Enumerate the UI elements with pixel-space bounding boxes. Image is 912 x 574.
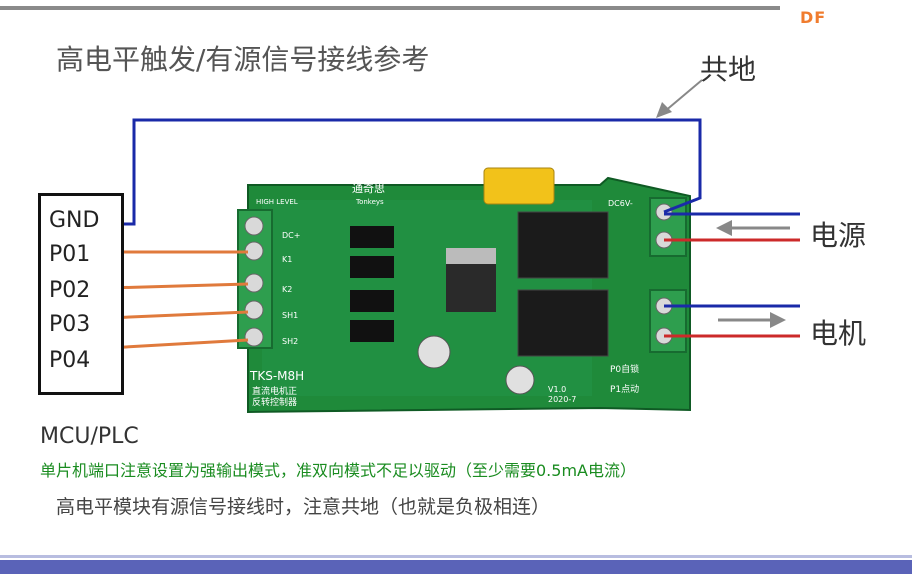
pin-p01: P01 [49, 242, 91, 267]
desc-silk-2: 反转控制器 [252, 396, 297, 408]
brand-silk: 通奇思 [352, 182, 385, 195]
pin-p02: P02 [49, 278, 91, 303]
input-terminal-block [237, 209, 273, 349]
note-drive-mode: 单片机端口注意设置为强输出模式，准双向模式不足以驱动（至少需要0.5mA电流） [40, 461, 636, 480]
mcu-box: GND P01 P02 P03 P04 [38, 193, 124, 395]
signal-wire-p02 [107, 282, 249, 290]
input-silk-3: SH1 [282, 311, 298, 320]
relay-1 [517, 211, 609, 279]
ground-wire [118, 118, 702, 226]
capacitor-2 [505, 365, 535, 395]
model-silk: TKS-M8H [249, 369, 304, 383]
power-terminal-block [649, 197, 687, 257]
yellow-capacitor [483, 167, 555, 205]
mcu-label: MCU/PLC [40, 424, 139, 449]
pin-p04: P04 [49, 348, 91, 373]
capacitor-1 [417, 335, 451, 369]
top-rule [0, 6, 780, 10]
mode-silk-1: P0自锁 [610, 363, 639, 375]
pin-p03: P03 [49, 312, 91, 337]
note-common-ground: 高电平模块有源信号接线时，注意共地（也就是负极相连） [56, 496, 551, 518]
motor-terminal-block [649, 289, 687, 353]
optocouplers [350, 226, 394, 342]
dc-silk: DC6V- [608, 199, 633, 208]
motor-label: 电机 [810, 317, 867, 350]
common-ground-arrow [656, 79, 703, 118]
input-silk-4: SH2 [282, 337, 298, 346]
signal-wire-p03 [107, 310, 249, 320]
diagram-title: 高电平触发/有源信号接线参考 [56, 43, 430, 76]
high-level-silk: HIGH LEVEL [256, 198, 298, 206]
pin-gnd: GND [49, 208, 100, 233]
version-silk: V1.0 [548, 385, 566, 394]
brand-en-silk: Tonkeys [355, 198, 384, 206]
desc-silk-1: 直流电机正 [252, 385, 297, 397]
relay-2 [517, 289, 609, 357]
motor-arrow [718, 312, 786, 328]
regulator-tab [446, 248, 496, 264]
date-silk: 2020-7 [548, 395, 576, 404]
bottom-bar [0, 560, 912, 574]
input-silk-0: DC+ [282, 231, 300, 240]
bottom-line [0, 555, 912, 558]
signal-wire-p04 [107, 338, 249, 350]
mode-silk-2: P1点动 [610, 384, 639, 395]
power-label: 电源 [810, 219, 867, 252]
input-silk-1: K1 [282, 255, 292, 264]
input-silk-2: K2 [282, 285, 292, 294]
power-arrow [716, 220, 790, 236]
common-ground-label: 共地 [700, 53, 757, 86]
logo: DF [800, 8, 827, 27]
regulator-chip [446, 262, 496, 312]
